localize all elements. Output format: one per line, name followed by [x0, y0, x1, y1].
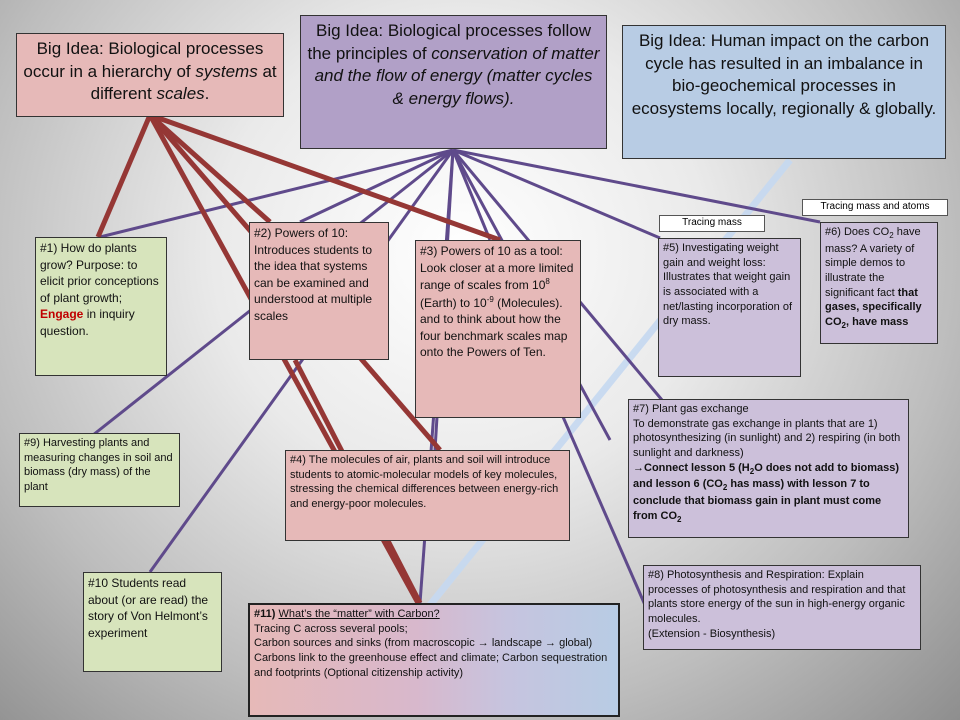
lesson-4-text: #4) The molecules of air, plants and soi…: [290, 454, 559, 510]
lesson-1-text: #1) How do plants grow? Purpose: to elic…: [40, 241, 159, 305]
lesson-9-text: #9) Harvesting plants and measuring chan…: [24, 437, 173, 493]
lesson-11-title: What’s the “matter” with Carbon?: [278, 608, 440, 620]
human-impact-text: Big Idea: Human impact on the carbon cyc…: [631, 31, 937, 118]
lesson-6-bold1: that gases, specifically CO: [825, 286, 922, 328]
right-arrow-icon: →: [633, 461, 644, 474]
lesson-11-line2c: global): [559, 637, 593, 650]
lesson-2-text: #2) Powers of 10: Introduces students to…: [254, 226, 373, 323]
conservation-italic: conservation of matter and the flow of e…: [314, 43, 600, 108]
lesson-5-box: #5) Investigating weight gain and weight…: [658, 238, 801, 377]
lesson-1-post: in inquiry question.: [40, 307, 135, 338]
lesson-3-sup1: 8: [545, 277, 550, 287]
lesson-7-body: To demonstrate gas exchange in plants th…: [633, 417, 901, 459]
lesson-11-box: #11) What’s the “matter” with Carbon? Tr…: [248, 603, 620, 717]
lesson-7-sub1: 2: [749, 466, 755, 476]
lesson-10-text: #10 Students read about (or are read) th…: [88, 576, 209, 640]
tag-tracing-mass-atoms: Tracing mass and atoms: [802, 199, 948, 216]
big-idea-conservation: Big Idea: Biological processes follow th…: [300, 15, 607, 149]
lesson-6-sub: 2: [889, 231, 894, 241]
big-idea-hierarchy: Big Idea: Biological processes occur in …: [16, 33, 284, 117]
lesson-3-post: (Molecules). and to think about how the …: [420, 295, 568, 360]
big-idea-human-impact: Big Idea: Human impact on the carbon cyc…: [622, 25, 946, 159]
lesson-6-mid: have mass? A variety of simple demos to …: [825, 226, 921, 299]
lesson-7-bold-b: O does not add to biomass) and lesson 6 …: [633, 461, 900, 491]
lesson-7-bold-a: Connect lesson 5 (H: [644, 461, 750, 474]
lesson-11-number: #11): [254, 608, 276, 620]
lesson-11-line3: Carbons link to the greenhouse effect an…: [254, 651, 608, 679]
hierarchy-mid: at different: [90, 61, 277, 104]
lesson-3-mid: (Earth) to 10: [420, 295, 487, 310]
lesson-1-engage: Engage: [40, 307, 84, 322]
lesson-7-conclusion: →Connect lesson 5 (H2O does not add to b…: [633, 461, 904, 526]
right-arrow-icon: →: [477, 637, 489, 650]
lesson-10-box: #10 Students read about (or are read) th…: [83, 572, 222, 672]
lesson-4-box: #4) The molecules of air, plants and soi…: [285, 450, 570, 541]
lesson-3-sup2: -9: [486, 294, 494, 304]
lesson-11-line2a: Carbon sources and sinks (from macroscop…: [254, 637, 475, 650]
lesson-7-title: #7) Plant gas exchange: [633, 403, 749, 415]
lesson-8-box: #8) Photosynthesis and Respiration: Expl…: [643, 565, 921, 650]
hierarchy-scales: scales: [156, 84, 205, 104]
lesson-7-sub3: 2: [677, 514, 682, 524]
lesson-11-line2b: landscape: [491, 637, 542, 650]
lesson-11-line1: Tracing C across several pools;: [254, 622, 408, 635]
lesson-5-text: #5) Investigating weight gain and weight…: [663, 242, 793, 328]
lesson-6-bold2: , have mass: [845, 315, 909, 328]
lesson-3-pre: #3) Powers of 10 as a tool: Look closer …: [420, 244, 574, 293]
lesson-7-box: #7) Plant gas exchange To demonstrate ga…: [628, 399, 909, 538]
lesson-11-heading: #11) What’s the “matter” with Carbon?: [254, 607, 614, 622]
hierarchy-systems: systems: [195, 61, 258, 81]
hierarchy-end: .: [204, 84, 210, 104]
lesson-2-box: #2) Powers of 10: Introduces students to…: [249, 222, 389, 360]
right-arrow-icon: →: [545, 637, 557, 650]
hierarchy-text: Big Idea: Biological processes occur in …: [23, 39, 264, 81]
lesson-8-extension: (Extension - Biosynthesis): [648, 627, 776, 640]
tag-tracing-mass: Tracing mass: [659, 215, 765, 232]
lesson-8-text: #8) Photosynthesis and Respiration: Expl…: [648, 569, 906, 625]
lesson-9-box: #9) Harvesting plants and measuring chan…: [19, 433, 180, 507]
lesson-1-box: #1) How do plants grow? Purpose: to elic…: [35, 237, 167, 376]
conservation-text: Big Idea: Biological processes follow th…: [307, 21, 591, 63]
lesson-3-box: #3) Powers of 10 as a tool: Look closer …: [415, 240, 581, 418]
lesson-6-box: #6) Does CO2 have mass? A variety of sim…: [820, 222, 938, 344]
lesson-7-sub2: 2: [722, 483, 728, 493]
lesson-6-bold-sub: 2: [841, 321, 846, 331]
lesson-7-bold-c: has mass) with lesson 7 to conclude that…: [633, 478, 882, 522]
lesson-6-pre: #6) Does CO: [825, 226, 890, 238]
lesson-11-line2: Carbon sources and sinks (from macroscop…: [254, 636, 614, 651]
